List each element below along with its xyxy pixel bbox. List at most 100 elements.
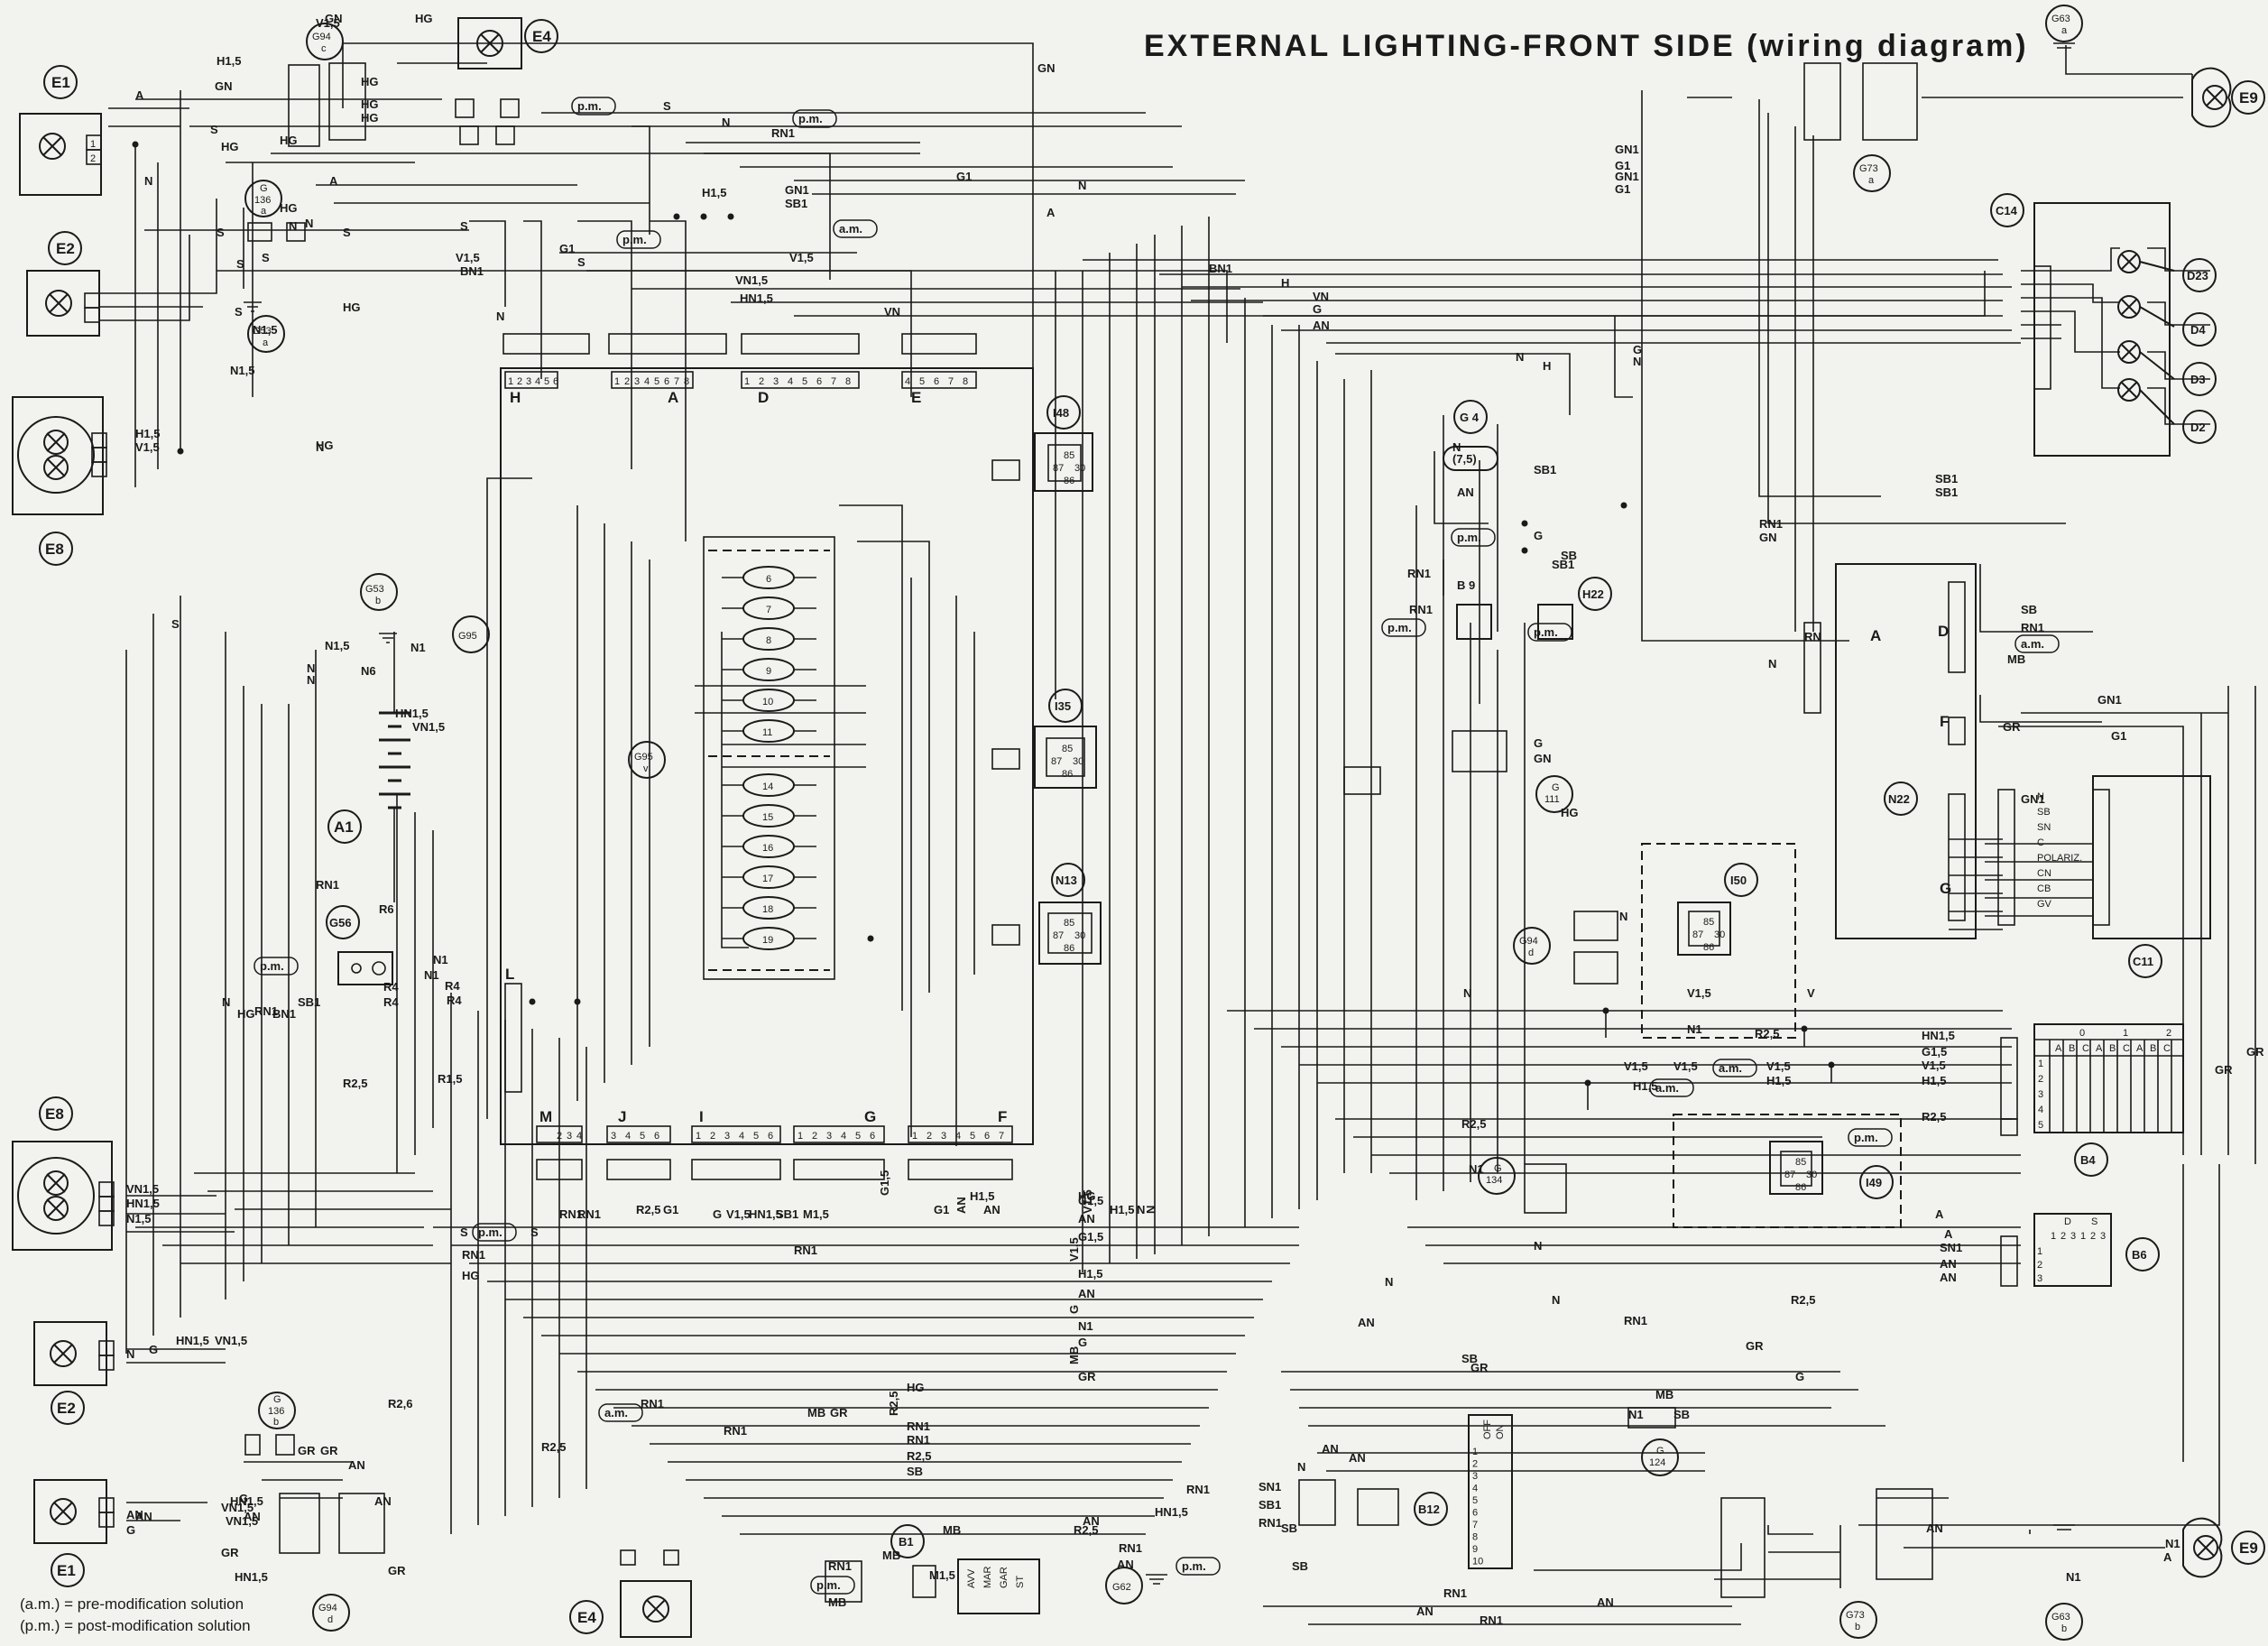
b12-row: 8	[1472, 1532, 1478, 1543]
c11-wire-label: SN	[2037, 822, 2051, 833]
wire-label: BN1	[1209, 262, 1232, 275]
wire-label: HN1,5	[1155, 1505, 1188, 1519]
b12-row: 10	[1472, 1557, 1483, 1567]
wire-label: HG	[280, 201, 298, 215]
wire-label: HG	[1561, 806, 1579, 819]
switch-B9: B 9	[1456, 578, 1492, 640]
wire-label: SN1	[1258, 1480, 1281, 1493]
wire-label: R4	[383, 995, 399, 1009]
label-E2-top: E2	[56, 240, 75, 257]
fusebox-pin: 1	[696, 1131, 701, 1142]
fusebox-pin: 7	[948, 376, 954, 387]
svg-text:136: 136	[254, 195, 271, 206]
svg-text:a: a	[263, 338, 269, 348]
wire-label: GR	[388, 1564, 406, 1577]
b6-col: 2	[2061, 1231, 2066, 1242]
wire-label: SB1	[298, 995, 320, 1009]
wire-label: BN1	[272, 1007, 296, 1021]
wire-label: G1,5	[1078, 1194, 1103, 1207]
wire-label: N1,5	[253, 323, 277, 337]
svg-text:G95: G95	[458, 631, 477, 642]
lamp-E4-bottom: E4	[569, 1549, 692, 1638]
wire-label: a.m.	[839, 222, 862, 236]
wire-label: H1,5	[135, 427, 160, 440]
fusebox-pin: 5	[640, 1131, 645, 1142]
fuse-label: 14	[762, 781, 773, 792]
c11-wire-label: GV	[2037, 899, 2052, 910]
b12-col: ON	[1495, 1424, 1506, 1439]
svg-text:A: A	[1870, 627, 1881, 644]
label-D23: D23	[2187, 269, 2208, 282]
modification-tag	[1175, 1557, 1221, 1576]
svg-text:G73: G73	[1859, 163, 1878, 174]
svg-text:G: G	[1494, 1163, 1502, 1174]
fuse-label: 17	[762, 874, 773, 884]
relay-I48: I48	[991, 395, 1093, 492]
svg-text:F: F	[1940, 713, 1949, 730]
fusebox-pin: 7	[674, 376, 679, 387]
wire-label: N1	[433, 953, 448, 966]
svg-text:a: a	[2061, 25, 2068, 36]
modification-tag	[1649, 1078, 1694, 1097]
label-E1-bottom: E1	[57, 1562, 76, 1579]
wire-label: HG	[221, 140, 239, 153]
b6-col: 2	[2090, 1231, 2096, 1242]
wire-label: AN	[1313, 319, 1330, 332]
label-E9-top: E9	[2239, 89, 2258, 106]
wire-label: G	[149, 1343, 158, 1356]
wire-label: G1,5	[1922, 1045, 1947, 1059]
diagram-title: EXTERNAL LIGHTING-FRONT SIDE (wiring dia…	[1144, 29, 2029, 63]
fusebox-pin: 6	[664, 376, 669, 387]
wire-label: S	[171, 617, 180, 631]
wire-label: MB	[2007, 652, 2025, 666]
relay-pin: 85	[1062, 744, 1073, 754]
fusebox-pin: 4	[739, 1131, 744, 1142]
svg-text:d: d	[1528, 948, 1534, 958]
fusebox-pin: 1	[797, 1131, 803, 1142]
fuse-label: 7	[766, 605, 771, 615]
relay-pin: 30	[1073, 756, 1083, 767]
svg-text:b: b	[1855, 1622, 1860, 1632]
wire-label: R2,5	[343, 1077, 367, 1090]
svg-text:c: c	[321, 43, 327, 54]
wire-label: S	[663, 99, 671, 113]
wire-label: GN	[1759, 531, 1777, 544]
wire-label: G	[713, 1207, 722, 1221]
wire-label: MB	[943, 1523, 961, 1537]
b12-row: 6	[1472, 1508, 1478, 1519]
fuse-label: 8	[766, 635, 771, 646]
lamp-cluster-C14: C14 D23 D4 D3 D2	[1990, 193, 2217, 457]
wire-label: H1,5	[1078, 1267, 1102, 1281]
b12-row: 4	[1472, 1484, 1478, 1494]
wire-label: RN1	[641, 1397, 664, 1410]
fusebox-pin: 6	[870, 1131, 875, 1142]
wire-label: MB	[807, 1406, 825, 1419]
svg-text:v: v	[643, 763, 649, 774]
wire-label: M1,5	[803, 1207, 829, 1221]
wire-label: AN	[1416, 1604, 1434, 1618]
b6-col: 1	[2051, 1231, 2056, 1242]
wire-label: V1,5	[135, 440, 160, 454]
wire-label: N	[1452, 440, 1461, 454]
svg-text:G: G	[260, 183, 268, 194]
c11-wire-label: SB	[2037, 807, 2051, 818]
fuse-label: 10	[762, 697, 773, 707]
relay-I49: I49	[1673, 1114, 1902, 1228]
wire-label: HG	[1078, 1189, 1096, 1203]
svg-text:G: G	[1656, 1446, 1664, 1456]
b6-header: S	[2091, 1216, 2097, 1227]
wire-label: p.m.	[816, 1578, 841, 1592]
wire-label: V1,5	[1766, 1059, 1791, 1073]
wire-label: N1,5	[126, 1212, 151, 1225]
wire-label: RN1	[559, 1207, 583, 1221]
fusebox-pin: 6	[984, 1131, 990, 1142]
wire-label: N1	[1469, 1162, 1484, 1176]
fusebox-pin: 6	[768, 1131, 773, 1142]
wire-label: N	[126, 1347, 134, 1361]
wire-label: A	[329, 174, 338, 188]
label-I48: I48	[1053, 406, 1069, 420]
wire-label: SB	[1281, 1521, 1297, 1535]
modification-tag	[571, 97, 616, 116]
wire-label: HG	[237, 1007, 255, 1021]
